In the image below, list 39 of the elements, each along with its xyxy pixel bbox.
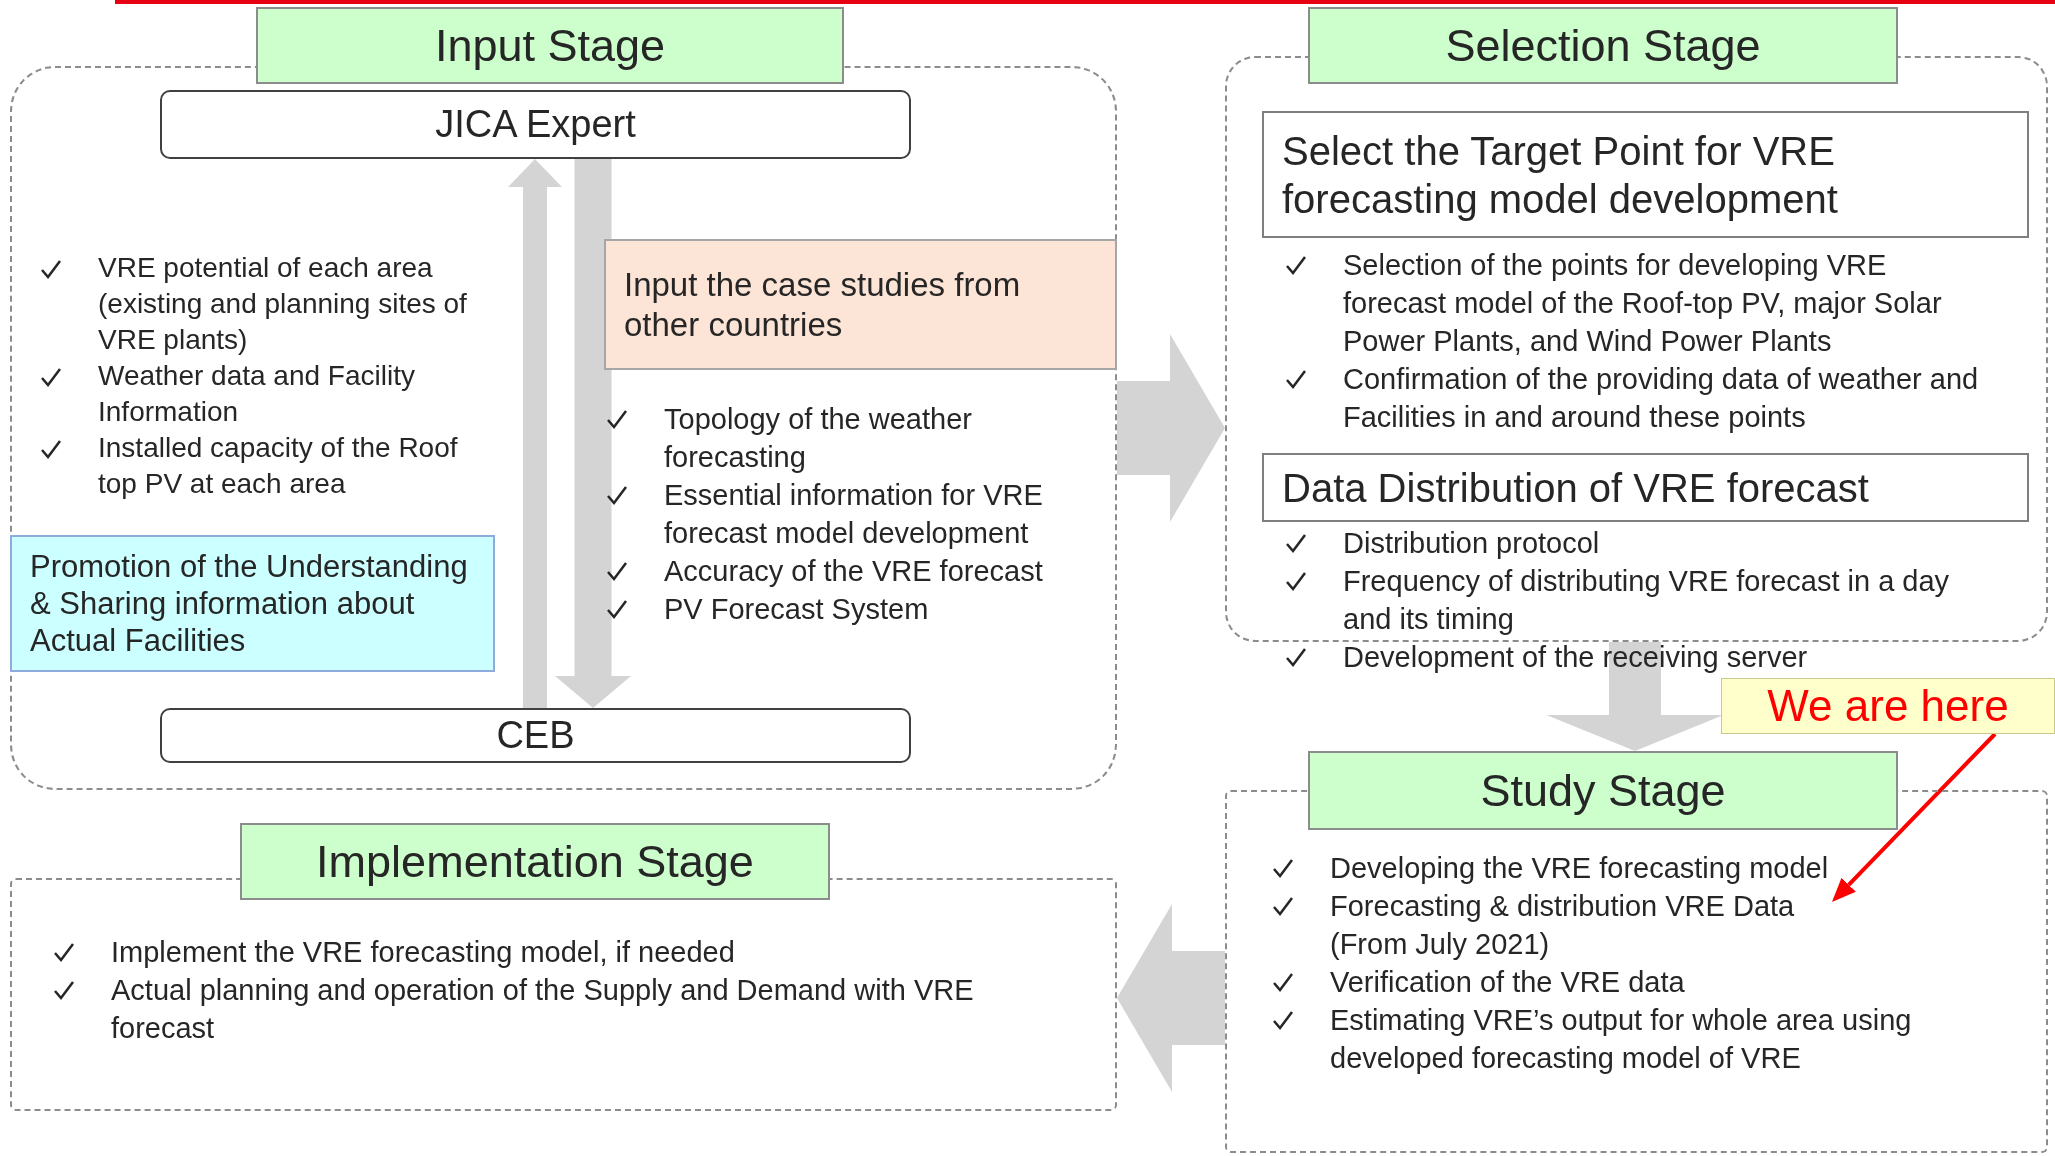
bullet-text: Distribution protocol (1343, 526, 1601, 561)
bullet-text: Installed capacity of the Roof top PV at each area (98, 431, 459, 501)
bullet-text: Weather data and Facility Information (98, 359, 416, 429)
stage-heading: Study Stage (1308, 751, 1898, 830)
bullet-text: Frequency of distributing VRE forecast in a day and its timing (1343, 564, 1951, 637)
bullet-text: Forecasting & distribution VRE Data (From July 2021) (1330, 889, 1796, 962)
process-box: Promotion of the Understanding & Sharing information about Actual Facilities (10, 535, 495, 672)
stage-heading: Input Stage (256, 7, 844, 84)
arrow (1830, 732, 1997, 904)
bullet-text: Estimating VRE’s output for whole area using developed forecasting model of VRE (1330, 1003, 1913, 1076)
role-box: CEB (160, 708, 911, 763)
process-box: Select the Target Point for VRE forecasting model development (1262, 111, 2029, 238)
stage-panel (1225, 751, 2048, 1153)
block-arrow (555, 159, 632, 708)
bullet-text: VRE potential of each area (existing and planning sites of VRE plants) (98, 251, 468, 357)
stage-panel (10, 7, 1117, 790)
block-arrow (1117, 334, 1225, 522)
stage-panel (1225, 7, 2048, 642)
stage-panel (10, 823, 1117, 1111)
bullet-text: Essential information for VRE forecast model development (664, 478, 1044, 551)
bullet-text: PV Forecast System (664, 592, 930, 627)
bullet-text: Selection of the points for developing VRE forecast model of the Roof-top PV, major Solar Power Plants, and Wind Power Plants (1343, 248, 1943, 359)
bullet-text: Development of the receiving server (1343, 640, 1809, 675)
bullet-text: Actual planning and operation of the Supply and Demand with VRE forecast (111, 973, 975, 1046)
bullet-text: Implement the VRE forecasting model, if needed (111, 935, 736, 970)
bullet-text: Developing the VRE forecasting model (1330, 851, 1830, 886)
bullet-text: Topology of the weather forecasting (664, 402, 973, 475)
block-arrow (1117, 904, 1225, 1092)
callout-box: We are here (1721, 678, 2055, 734)
bullet-text: Accuracy of the VRE forecast (664, 554, 1044, 589)
process-box: Data Distribution of VRE forecast (1262, 453, 2029, 522)
stage-heading: Implementation Stage (240, 823, 830, 900)
stage-heading: Selection Stage (1308, 7, 1898, 84)
block-arrow (1546, 642, 1724, 751)
process-box: Input the case studies from other countries (604, 239, 1117, 370)
bullet-text: Verification of the VRE data (1330, 965, 1686, 1000)
bullet-text: Confirmation of the providing data of weather and Facilities in and around these points (1343, 362, 1980, 435)
role-box: JICA Expert (160, 90, 911, 159)
block-arrow (507, 159, 562, 708)
